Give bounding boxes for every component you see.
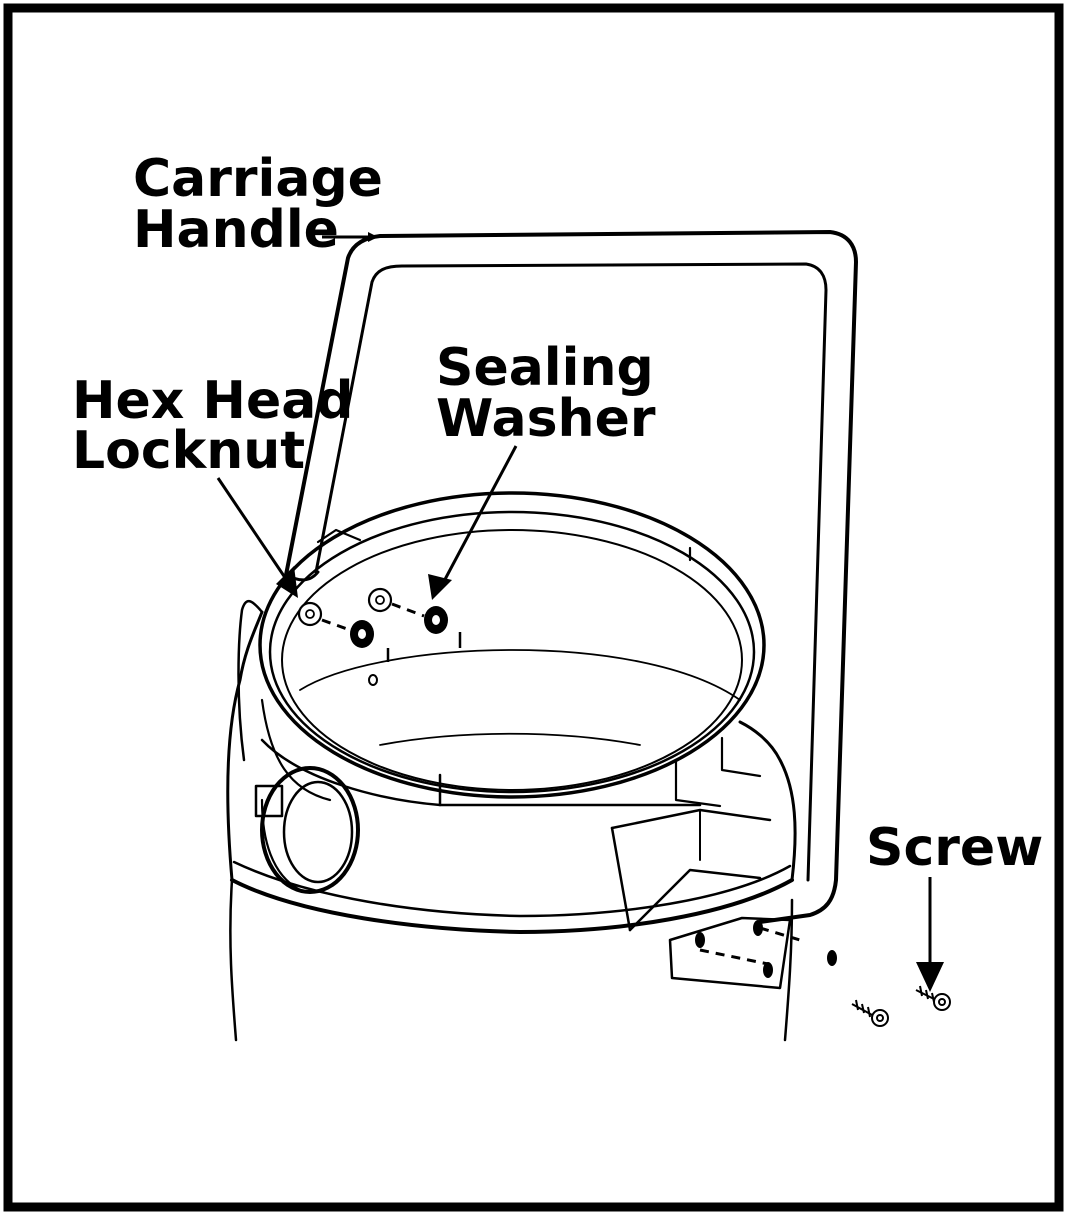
hex-head-locknut-right	[367, 587, 393, 613]
hex-head-locknut-arrowhead	[276, 566, 298, 598]
sealing-washer-left	[350, 620, 374, 648]
sealing-washer-right	[424, 606, 448, 634]
vacuum-body	[226, 491, 797, 1042]
bolt-stems	[386, 632, 462, 662]
screw-part	[851, 985, 951, 1027]
screw-arrowhead	[916, 962, 944, 992]
label-sealing-washer: Sealing Washer	[436, 338, 672, 449]
hex-head-locknut-arrow	[216, 477, 292, 586]
assembly-guide-lines	[321, 602, 801, 966]
diagram-frame	[3, 3, 1064, 1212]
label-hex-head-locknut: Hex Head Locknut	[72, 371, 372, 481]
mount-holes	[695, 920, 837, 978]
sealing-washer-arrow	[440, 445, 518, 586]
callout-arrows	[216, 232, 932, 966]
sealing-washer-arrowhead	[428, 574, 452, 600]
callout-arrowheads	[276, 566, 944, 992]
label-carriage-handle: Carriage Handle	[133, 149, 401, 260]
label-screw: Screw	[866, 818, 1043, 878]
rim-hole	[368, 674, 378, 686]
hex-head-locknut-left	[297, 601, 323, 627]
